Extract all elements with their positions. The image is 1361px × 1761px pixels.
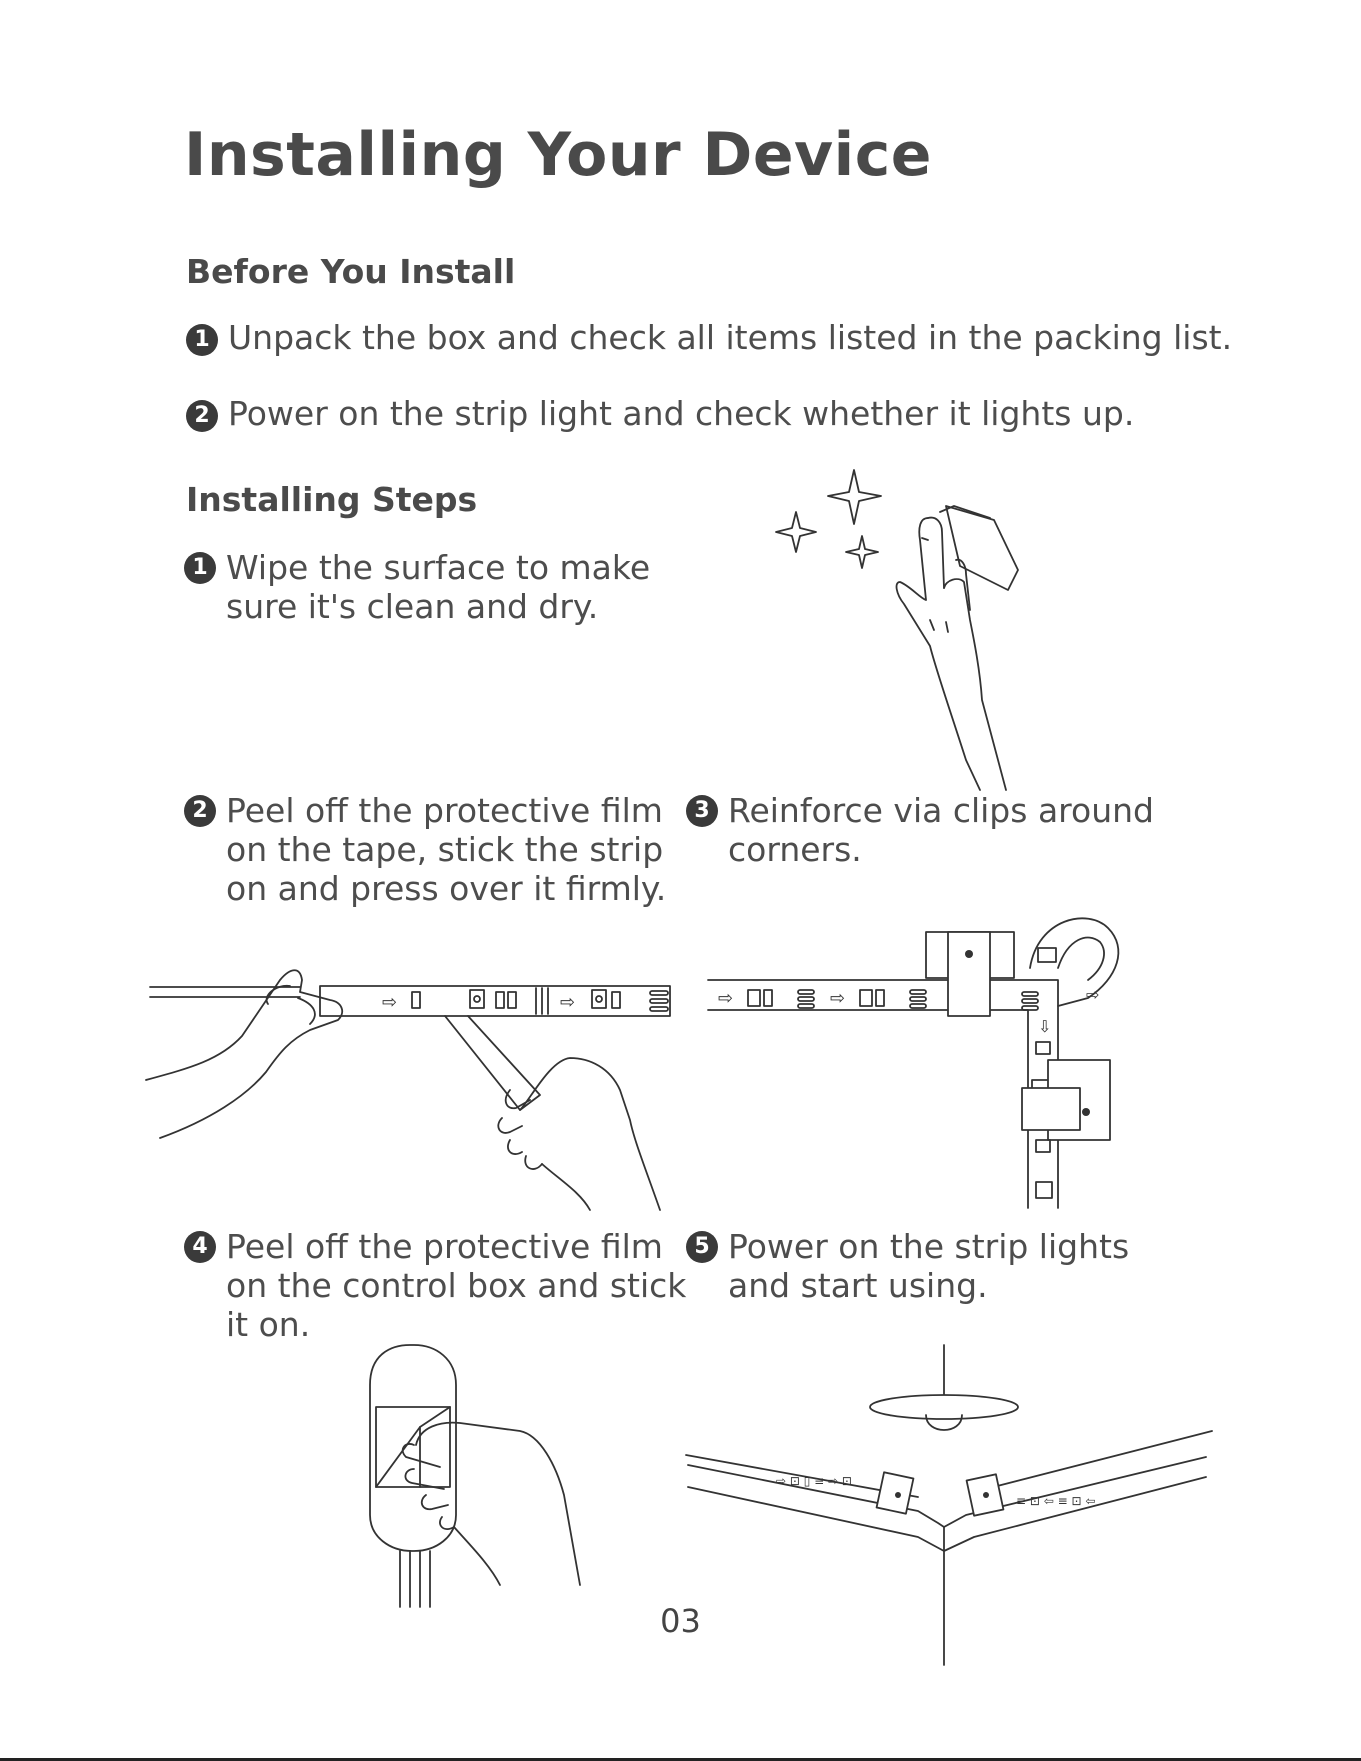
step-number-badge: 3 (686, 795, 718, 827)
install-step-5: 5 Power on the strip lights and start us… (686, 1227, 1186, 1317)
install-step-text: Wipe the surface to make sure it's clean… (226, 548, 651, 626)
before-install-item-1: 1 Unpack the box and check all items list… (186, 318, 1232, 357)
svg-text:⇨: ⇨ (830, 988, 845, 1009)
install-step-text: Power on the strip lights and start usin… (728, 1227, 1130, 1305)
hand-wiping-surface-icon (775, 469, 1019, 791)
before-install-item-text: Unpack the box and check all items liste… (228, 318, 1233, 357)
install-step-text: Peel off the protective film on the tape… (226, 791, 667, 908)
before-install-item-text: Power on the strip light and check wheth… (228, 394, 1135, 433)
step-number-badge: 4 (184, 1231, 216, 1263)
bottom-border (0, 1758, 1361, 1761)
step-number-badge: 2 (184, 795, 216, 827)
before-install-item-2: 2 Power on the strip light and check whet… (186, 394, 1134, 433)
room-corner-lights-icon: ⇨ ⊡ ▯ ≡ ⇨ ⊡ ≡ ⊡ ⇦ ≡ ⊡ ⇦ (685, 1344, 1213, 1666)
install-step-2: 2 Peel off the protective film on the ta… (184, 791, 684, 916)
installing-steps-heading: Installing Steps (186, 480, 478, 519)
install-step-1: 1 Wipe the surface to make sure it's cle… (184, 548, 704, 638)
svg-text:⇨: ⇨ (718, 988, 733, 1009)
svg-text:⇨ ⊡ ▯ ≡ ⇨ ⊡: ⇨ ⊡ ▯ ≡ ⇨ ⊡ (776, 1474, 852, 1488)
install-step-text: Peel off the protective film on the cont… (226, 1227, 687, 1344)
svg-text:⇨: ⇨ (382, 992, 397, 1013)
corner-clips-icon: ⇨ ⇨ ⇨ ⇩ (707, 917, 1120, 1209)
page-number: 03 (660, 1602, 701, 1640)
step-number-badge: 1 (184, 552, 216, 584)
page-title: Installing Your Device (184, 120, 932, 190)
svg-text:≡ ⊡ ⇦ ≡ ⊡ ⇦: ≡ ⊡ ⇦ ≡ ⊡ ⇦ (1016, 1494, 1095, 1508)
install-step-text: Reinforce via clips around corners. (728, 791, 1154, 869)
install-step-4: 4 Peel off the protective film on the co… (184, 1227, 694, 1352)
hands-peeling-strip-icon: ⇨ ⇨ (145, 969, 671, 1211)
install-step-3: 3 Reinforce via clips around corners. (686, 791, 1186, 881)
before-install-heading: Before You Install (186, 252, 516, 291)
step-number-badge: 1 (186, 324, 218, 356)
step-number-badge: 5 (686, 1231, 718, 1263)
svg-text:⇩: ⇩ (1038, 1017, 1051, 1036)
step-number-badge: 2 (186, 400, 218, 432)
control-box-peel-icon (369, 1344, 581, 1608)
svg-text:⇨: ⇨ (560, 992, 575, 1013)
svg-text:⇨: ⇨ (1086, 985, 1099, 1004)
